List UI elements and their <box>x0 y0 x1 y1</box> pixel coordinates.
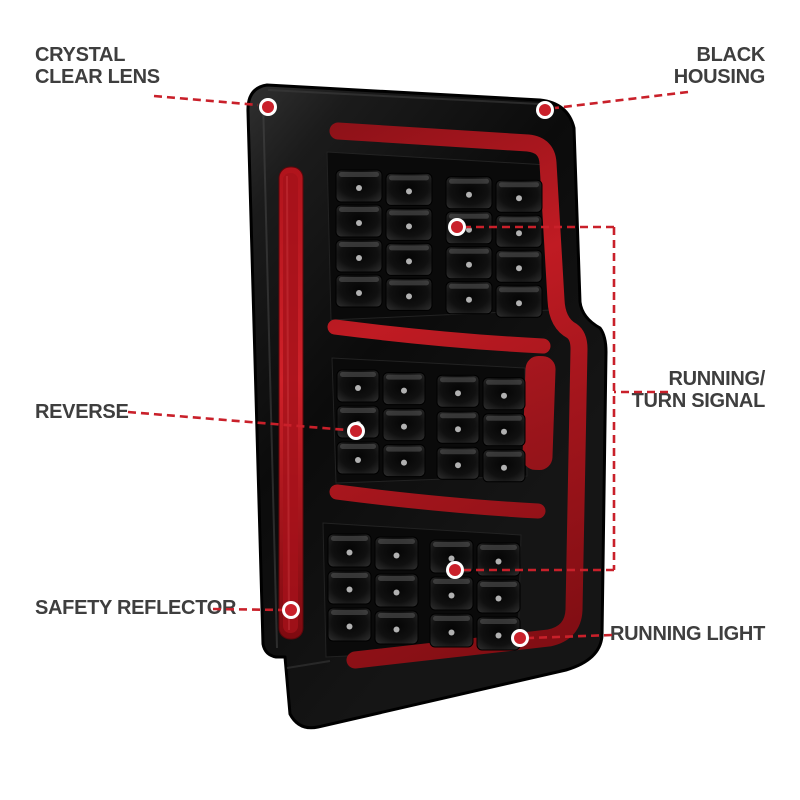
led-cell <box>382 408 426 442</box>
callout-dot-reverse <box>347 422 365 440</box>
callout-label-line: HOUSING <box>673 66 766 88</box>
red-divider-lower <box>329 484 546 519</box>
led-cell <box>445 176 493 210</box>
housing-top-highlight <box>267 89 541 105</box>
callout-dot-running-turn-top <box>448 218 466 236</box>
led-cell <box>476 542 521 577</box>
callout-label-line: SAFETY REFLECTOR <box>35 597 237 619</box>
callout-dot-running-turn-bottom <box>446 561 464 579</box>
led-grid-bottom <box>327 533 521 651</box>
led-grid-middle <box>336 369 526 483</box>
led-cell <box>482 449 526 483</box>
callout-reverse: REVERSE <box>35 401 129 423</box>
led-cell <box>482 377 526 411</box>
safety-reflector-shine <box>286 175 290 631</box>
led-cell <box>385 172 433 206</box>
led-cell <box>436 374 480 408</box>
led-cell <box>335 239 383 273</box>
led-cell <box>429 613 474 648</box>
led-cell <box>382 372 426 406</box>
led-cell <box>385 277 433 311</box>
led-cell <box>436 410 480 444</box>
callout-label-line: RUNNING LIGHT <box>610 623 765 645</box>
led-cell <box>445 281 493 315</box>
callout-dot-black-housing <box>536 101 554 119</box>
led-cell <box>374 536 419 571</box>
callout-dot-safety-reflector <box>282 601 300 619</box>
callout-label-line: RUNNING/ <box>668 368 766 390</box>
callout-dot-crystal-clear-lens <box>259 98 277 116</box>
callout-label-line: CLEAR LENS <box>35 66 160 88</box>
red-light-bar <box>329 122 588 669</box>
led-cell <box>482 413 526 447</box>
callout-crystal-clear-lens: CRYSTAL CLEAR LENS <box>35 44 160 88</box>
led-grid-top <box>335 169 543 318</box>
callout-label-line: REVERSE <box>35 401 129 423</box>
led-cell <box>335 274 383 308</box>
housing-edge-highlight <box>262 99 278 649</box>
led-cell <box>495 179 543 213</box>
led-cell <box>374 573 419 608</box>
callout-label-line: BLACK <box>696 44 766 66</box>
led-cell <box>495 214 543 248</box>
callout-dots <box>259 98 554 647</box>
led-cell <box>476 579 521 614</box>
led-cell <box>382 444 426 478</box>
led-cell <box>495 284 543 318</box>
leader-reverse <box>127 410 348 432</box>
leader-crystal-clear-lens <box>153 94 259 107</box>
led-cell <box>327 570 372 605</box>
leader-black-housing <box>554 90 689 110</box>
led-cell <box>327 607 372 642</box>
callout-running-light: RUNNING LIGHT <box>610 623 765 645</box>
callout-black-housing: BLACK HOUSING <box>673 44 766 88</box>
callout-label-line: TURN SIGNAL <box>631 390 766 412</box>
led-cell <box>436 446 480 480</box>
callout-dot-running-light <box>511 629 529 647</box>
housing-foot-seam <box>286 660 331 669</box>
callout-safety-reflector: SAFETY REFLECTOR <box>35 597 236 619</box>
red-divider-upper <box>327 319 551 354</box>
led-cell <box>335 204 383 238</box>
led-cell <box>327 533 372 568</box>
led-cell <box>335 169 383 203</box>
red-side-marker <box>522 355 556 471</box>
callout-label-line: CRYSTAL <box>35 44 126 66</box>
safety-reflector-inner <box>283 173 298 633</box>
led-cell <box>385 207 433 241</box>
led-cell <box>336 441 380 475</box>
leader-safety-reflector <box>212 607 284 612</box>
led-cell <box>385 242 433 276</box>
led-cell <box>495 249 543 283</box>
callout-running-turn-signal: RUNNING/ TURN SIGNAL <box>631 368 766 412</box>
led-cell <box>374 610 419 645</box>
leader-running-light <box>528 633 613 640</box>
led-cell <box>445 246 493 280</box>
led-cell <box>336 369 380 403</box>
